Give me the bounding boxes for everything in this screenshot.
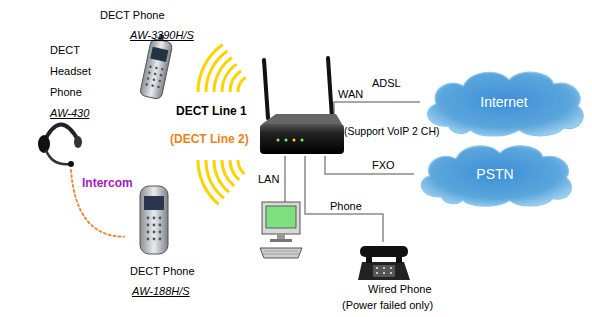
radio-waves — [198, 45, 246, 205]
dect-phone — [140, 186, 168, 254]
dect-headset: DECT Headset PhoneAW-430 — [46, 38, 96, 170]
headset — [38, 124, 82, 167]
dect-phone — [139, 32, 174, 99]
edge-label: Intercom — [82, 176, 133, 190]
port-label: LAN — [258, 172, 279, 186]
device-name: Wired Phone — [368, 282, 432, 296]
internet-cloud: Internet — [418, 66, 590, 138]
router — [260, 58, 344, 154]
port-label: FXO — [372, 158, 395, 172]
device-name: (Power failed only) — [342, 298, 433, 312]
dect-phone: DECT PhoneAW-188H/S — [124, 180, 196, 306]
cloud-label: PSTN — [476, 165, 513, 183]
dect-line-label: DECT Line 1 — [176, 104, 247, 118]
computer — [260, 202, 302, 258]
wired-phone: Wired Phone (Power failed only) — [340, 238, 452, 314]
dect-phone: DECT PhoneAW-3390H/S — [96, 4, 192, 104]
pstn-cloud: PSTN — [412, 140, 578, 208]
link-label: ADSL — [372, 76, 401, 90]
port-label: WAN — [338, 87, 363, 101]
dect-line-label: (DECT Line 2) — [170, 132, 249, 146]
port-label: Phone — [330, 199, 362, 213]
device-name: DECT Phone — [100, 8, 165, 22]
device-name: DECT Headset Phone — [50, 40, 94, 103]
model-number: AW-188H/S — [132, 284, 190, 298]
wired-phone — [358, 246, 410, 280]
model-number: AW-430 — [50, 106, 89, 120]
note-label: (Support VoIP 2 CH) — [344, 124, 440, 138]
model-number: AW-3390H/S — [130, 28, 194, 42]
device-name: DECT Phone — [130, 264, 195, 278]
cloud-label: Internet — [480, 93, 527, 111]
